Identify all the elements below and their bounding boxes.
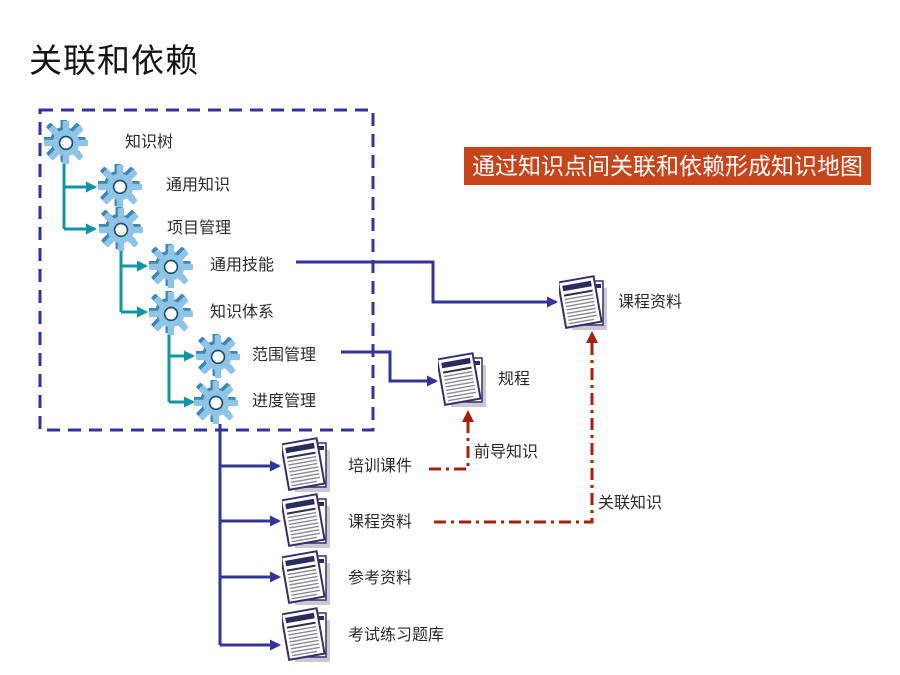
tree-node-schedule-management: 进度管理 [252, 393, 317, 410]
gear-icon [196, 334, 240, 378]
callout-banner: 通过知识点间关联和依赖形成知识地图 [464, 147, 871, 185]
doc-reference-material: 参考资料 [348, 570, 413, 587]
relation-prerequisite-arrow [429, 410, 474, 471]
document-stack-icon [282, 493, 334, 551]
tree-node-general-skills: 通用技能 [210, 257, 275, 274]
gear-icon [99, 207, 143, 251]
tree-node-project-management: 项目管理 [167, 220, 232, 237]
page-title: 关联和依赖 [29, 42, 199, 79]
tree-node-general-knowledge: 通用知识 [166, 177, 231, 194]
doc-training-courseware: 培训课件 [348, 458, 413, 475]
doc-course-material: 课程资料 [348, 514, 413, 531]
doc-regulation: 规程 [498, 371, 531, 388]
label-prerequisite-knowledge: 前导知识 [474, 444, 539, 461]
tree-node-knowledge-tree: 知识树 [125, 134, 174, 151]
label-related-knowledge: 关联知识 [598, 495, 663, 512]
doc-exam-question-bank: 考试练习题库 [348, 627, 445, 644]
gear-icon [194, 380, 238, 424]
tree-node-knowledge-system: 知识体系 [210, 304, 275, 321]
link-scope-management-to-regulation [341, 350, 438, 387]
gear-icon [149, 291, 193, 335]
doc-course-material-top: 课程资料 [618, 294, 683, 311]
document-stack-icon [282, 607, 334, 665]
document-stack-icon [559, 275, 611, 333]
link-general-skills-to-course-material-top [296, 260, 558, 308]
document-stack-icon [282, 437, 334, 495]
gear-icon [149, 244, 193, 288]
gear-icon [98, 164, 142, 208]
document-stack-icon [282, 550, 334, 608]
tree-node-scope-management: 范围管理 [252, 347, 317, 364]
document-stack-icon [438, 352, 490, 410]
gear-icon [44, 120, 88, 164]
